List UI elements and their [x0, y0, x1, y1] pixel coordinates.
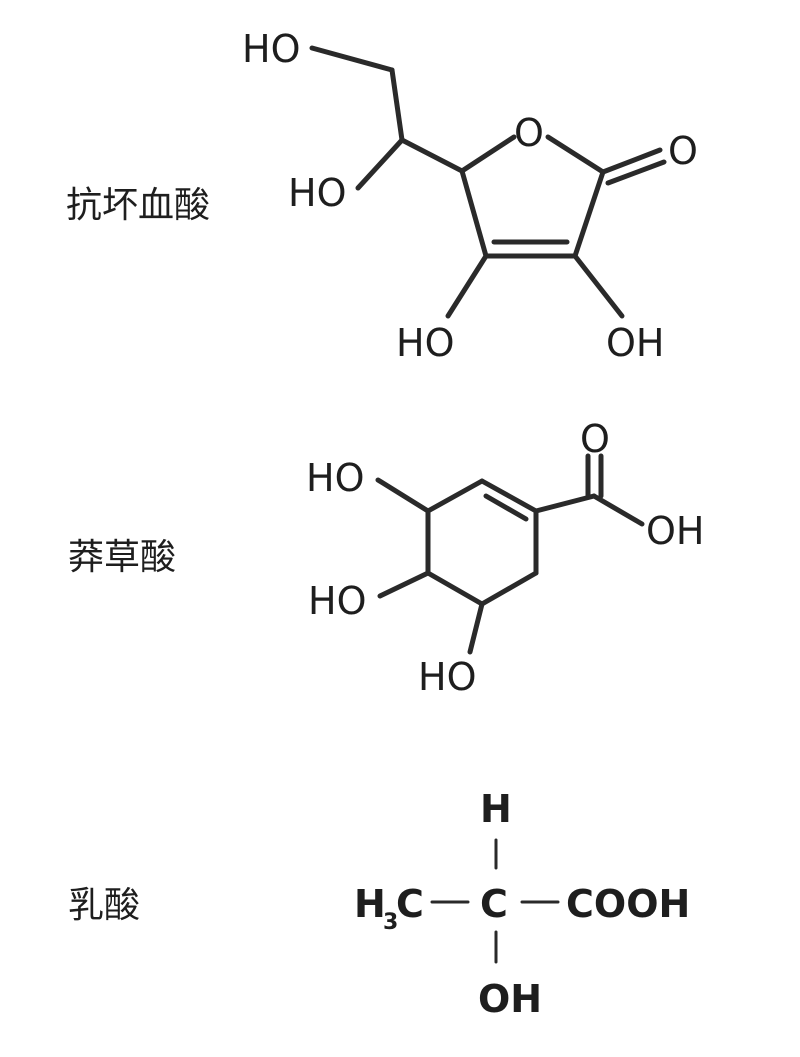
- bond-r5: [425, 570, 485, 607]
- ascorbic-acid-structure: HO HO O O HO OH: [242, 27, 698, 365]
- shikimic-acid-structure: O OH HO HO HO: [306, 417, 704, 699]
- bond-choh-ho: [355, 137, 405, 191]
- bond-ring-ho-middle: [377, 570, 431, 599]
- ascorbic-ho-top: HO: [242, 27, 300, 71]
- bond-c-oh: [591, 493, 645, 527]
- bond-c2-oh: [572, 253, 625, 319]
- ascorbic-ho-side: HO: [288, 171, 346, 215]
- ascorbic-ho-bottom-left: HO: [396, 321, 454, 365]
- ascorbic-ring-o: O: [514, 111, 544, 155]
- bond-ho-ch2: [309, 45, 395, 73]
- shikimic-ho-lower: HO: [418, 655, 476, 699]
- lactic-methyl-subscript: 3: [383, 910, 398, 935]
- lactic-h-top: H: [480, 787, 512, 831]
- shikimic-ho-upper: HO: [306, 456, 364, 500]
- bond-ring-ho-lower: [467, 601, 485, 655]
- lactic-methyl-h: H: [354, 882, 386, 926]
- bond-r2-double: [483, 493, 529, 522]
- bond-c1-c2: [572, 169, 606, 259]
- bond-c1-carbonyl-a: [600, 147, 663, 175]
- lactic-acid-structure: H H 3 C C COOH OH: [354, 787, 690, 1021]
- shikimic-acid-name: 莽草酸: [68, 537, 177, 578]
- lactic-carboxyl: COOH: [566, 882, 690, 926]
- ascorbic-oh-bottom-right: OH: [606, 321, 664, 365]
- shikimic-ho-middle: HO: [308, 579, 366, 623]
- bond-o-c1: [545, 134, 606, 175]
- lactic-methyl-c: C: [396, 882, 424, 926]
- bond-r2: [479, 478, 539, 514]
- lactic-acid-name: 乳酸: [68, 885, 141, 926]
- shikimic-carbonyl-o: O: [580, 417, 610, 461]
- lactic-center-c: C: [480, 882, 508, 926]
- bond-c4-o: [459, 134, 517, 174]
- ascorbic-acid-name: 抗坏血酸: [66, 185, 211, 226]
- bond-r1: [425, 478, 485, 514]
- bond-c3-oh: [445, 253, 489, 319]
- bond-c1-carbonyl-b: [605, 159, 667, 186]
- bond-ch2-choh: [389, 67, 405, 143]
- bond-side-ring: [399, 137, 465, 174]
- bond-ring-ho-upper: [375, 477, 431, 514]
- lactic-oh-bottom: OH: [478, 977, 542, 1021]
- bond-c3-c4: [459, 168, 489, 259]
- shikimic-oh-acid: OH: [646, 509, 704, 553]
- bond-r4: [479, 570, 539, 607]
- ascorbic-carbonyl-o: O: [668, 129, 698, 173]
- bond-ring-cooh: [533, 493, 597, 514]
